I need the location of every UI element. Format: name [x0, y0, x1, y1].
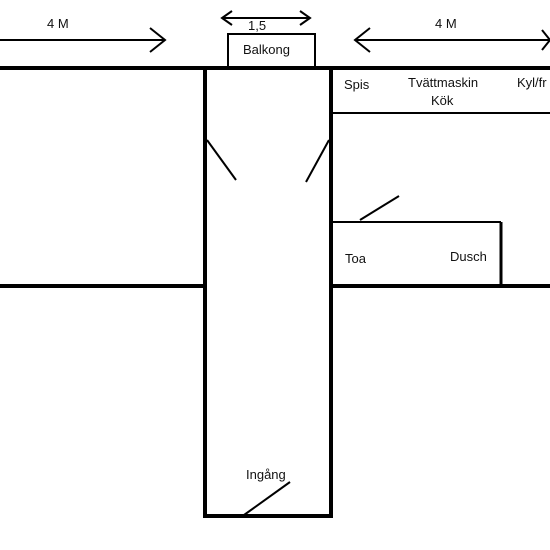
balcony-dimension-arrow [220, 10, 312, 26]
toilet-label: Toa [345, 251, 367, 266]
balcony-dimension-label: 1,5 [248, 18, 266, 33]
right-room-door [305, 139, 330, 183]
bathroom-door [359, 195, 400, 221]
right-dimension-arrow [353, 27, 550, 53]
left-dimension-label: 4 M [47, 16, 69, 31]
kitchen-label: Kök [431, 93, 454, 108]
entrance-door [243, 481, 291, 516]
right-dimension-label: 4 M [435, 16, 457, 31]
balcony-label: Balkong [243, 42, 290, 57]
left-room-door [206, 139, 237, 181]
left-dimension-arrow [0, 27, 167, 53]
shower-label: Dusch [450, 249, 487, 264]
stove-label: Spis [344, 77, 370, 92]
entrance-label: Ingång [246, 467, 286, 482]
washing-machine-label: Tvättmaskin [408, 75, 478, 90]
fridge-label: Kyl/fr [517, 75, 547, 90]
